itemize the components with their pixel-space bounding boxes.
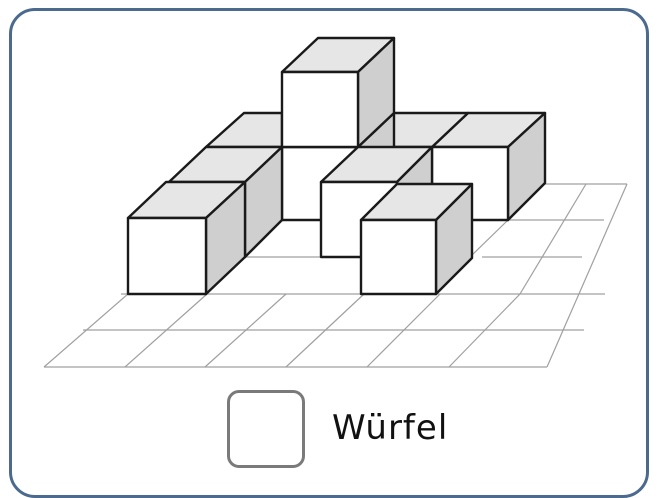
grid-line [546,183,628,368]
cube [280,36,396,149]
cube-structure-diagram [43,36,628,368]
grid-line [124,293,208,368]
grid-line [204,293,287,368]
answer-input-box[interactable] [227,390,305,468]
cube [167,145,284,259]
floor-grid [43,183,628,368]
cube [359,182,474,296]
cube [126,180,247,296]
grid-line [43,293,129,368]
grid-line [519,183,587,295]
answer-unit-label: Würfel [332,408,449,448]
grid-line [366,293,441,368]
grid-line [285,293,365,368]
cube [204,111,284,149]
cubes [126,36,547,296]
grid-line [448,293,521,368]
